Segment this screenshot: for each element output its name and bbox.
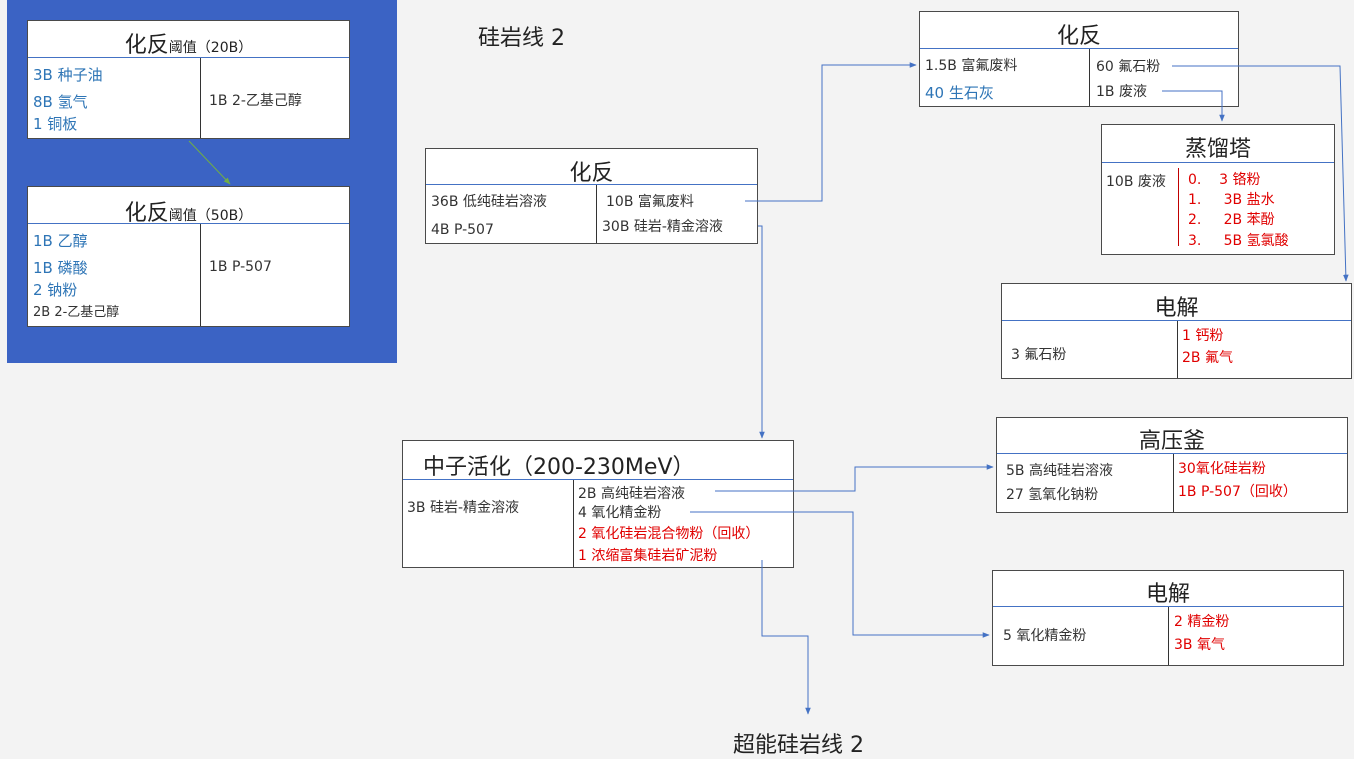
output-item: 60 氟石粉: [1096, 59, 1161, 75]
input-item: 3 氟石粉: [1011, 347, 1067, 363]
output-item: 1 钙粉: [1182, 328, 1224, 344]
box-title: 电解: [1154, 296, 1199, 321]
input-item: 1.5B 富氟废料: [925, 58, 1018, 74]
recycled-output-item: 2 氧化硅岩混合物粉（回收）: [578, 526, 760, 542]
output-item: 2. 2B 苯酚: [1188, 212, 1275, 228]
input-item: 1B 乙醇: [33, 232, 88, 250]
box-title: 化反: [569, 161, 614, 186]
input-item: 2B 2-乙基己醇: [33, 305, 120, 320]
output-item: 0. 3 铬粉: [1188, 172, 1261, 188]
box-title: 高压釜: [1138, 429, 1205, 454]
input-item: 3B 硅岩-精金溶液: [407, 500, 520, 516]
output-item: 1B 2-乙基己醇: [209, 93, 302, 109]
distillation-tower: 蒸馏塔 10B 废液 0. 3 铬粉 1. 3B 盐水 2. 2B 苯酚 3. …: [1101, 124, 1335, 255]
threshold-reactor-box-2: 化反阈值（50B） 1B 乙醇 1B 磷酸 2 钠粉 2B 2-乙基己醇 1B …: [27, 186, 350, 327]
input-item: 1B 磷酸: [33, 259, 88, 277]
output-item: 2 精金粉: [1174, 614, 1230, 630]
electrolyzer-1: 电解 3 氟石粉 1 钙粉 2B 氟气: [1001, 283, 1352, 379]
input-item: 36B 低纯硅岩溶液: [431, 194, 547, 210]
input-item: 4B P-507: [431, 222, 494, 238]
chem-reactor-top: 化反 1.5B 富氟废料 40 生石灰 60 氟石粉 1B 废液: [919, 11, 1239, 107]
output-item: 4 氧化精金粉: [578, 505, 662, 521]
arrow-fluoro-waste: [745, 62, 917, 202]
box-title: 中子活化（200-230MeV）: [423, 455, 695, 480]
output-item: 10B 富氟废料: [606, 194, 694, 210]
input-item: 1 铜板: [33, 115, 78, 133]
output-item: 3B 氧气: [1174, 637, 1225, 653]
box-title: 电解: [1145, 582, 1190, 607]
input-item: 2 钠粉: [33, 281, 78, 299]
autoclave: 高压釜 5B 高纯硅岩溶液 27 氢氧化钠粉 30氧化硅岩粉 1B P-507（…: [996, 417, 1348, 513]
input-item: 3B 种子油: [33, 66, 103, 84]
output-item: 2B 高纯硅岩溶液: [578, 486, 685, 502]
box-title: 蒸馏塔: [1184, 137, 1251, 162]
input-item: 5B 高纯硅岩溶液: [1006, 463, 1113, 479]
output-item: 1. 3B 盐水: [1188, 192, 1275, 208]
recycled-output-item: 1 浓缩富集硅岩矿泥粉: [578, 548, 718, 564]
line-title: 硅岩线 2: [478, 26, 565, 51]
next-line-label: 超能硅岩线 2: [733, 733, 864, 758]
input-item: 40 生石灰: [925, 84, 994, 102]
arrow-silicon-gold-solution: [758, 225, 765, 439]
input-item: 27 氢氧化钠粉: [1006, 487, 1099, 503]
output-item: 1B P-507（回收）: [1178, 484, 1297, 500]
electrolyzer-2: 电解 5 氧化精金粉 2 精金粉 3B 氧气: [992, 570, 1344, 666]
box-title: 化反阈值（20B）: [124, 33, 253, 58]
output-item: 3. 5B 氢氯酸: [1188, 233, 1289, 249]
box-title: 化反阈值（50B）: [124, 201, 253, 226]
input-item: 8B 氢气: [33, 93, 88, 111]
output-item: 2B 氟气: [1182, 350, 1233, 366]
threshold-reactor-box-1: 化反阈值（20B） 3B 种子油 8B 氢气 1 铜板 1B 2-乙基己醇: [27, 20, 350, 139]
output-item: 30氧化硅岩粉: [1178, 461, 1266, 477]
output-item: 1B 废液: [1096, 84, 1147, 100]
box-title: 化反: [1056, 24, 1101, 49]
input-item: 5 氧化精金粉: [1003, 628, 1087, 644]
output-item: 30B 硅岩-精金溶液: [602, 219, 723, 235]
output-item: 1B P-507: [209, 259, 272, 275]
neutron-activator: 中子活化（200-230MeV） 3B 硅岩-精金溶液 2B 高纯硅岩溶液 4 …: [402, 440, 794, 568]
chem-reactor-main: 化反 36B 低纯硅岩溶液 4B P-507 10B 富氟废料 30B 硅岩-精…: [425, 148, 758, 244]
arrow-to-next-line: [761, 560, 811, 715]
input-item: 10B 废液: [1106, 174, 1166, 190]
